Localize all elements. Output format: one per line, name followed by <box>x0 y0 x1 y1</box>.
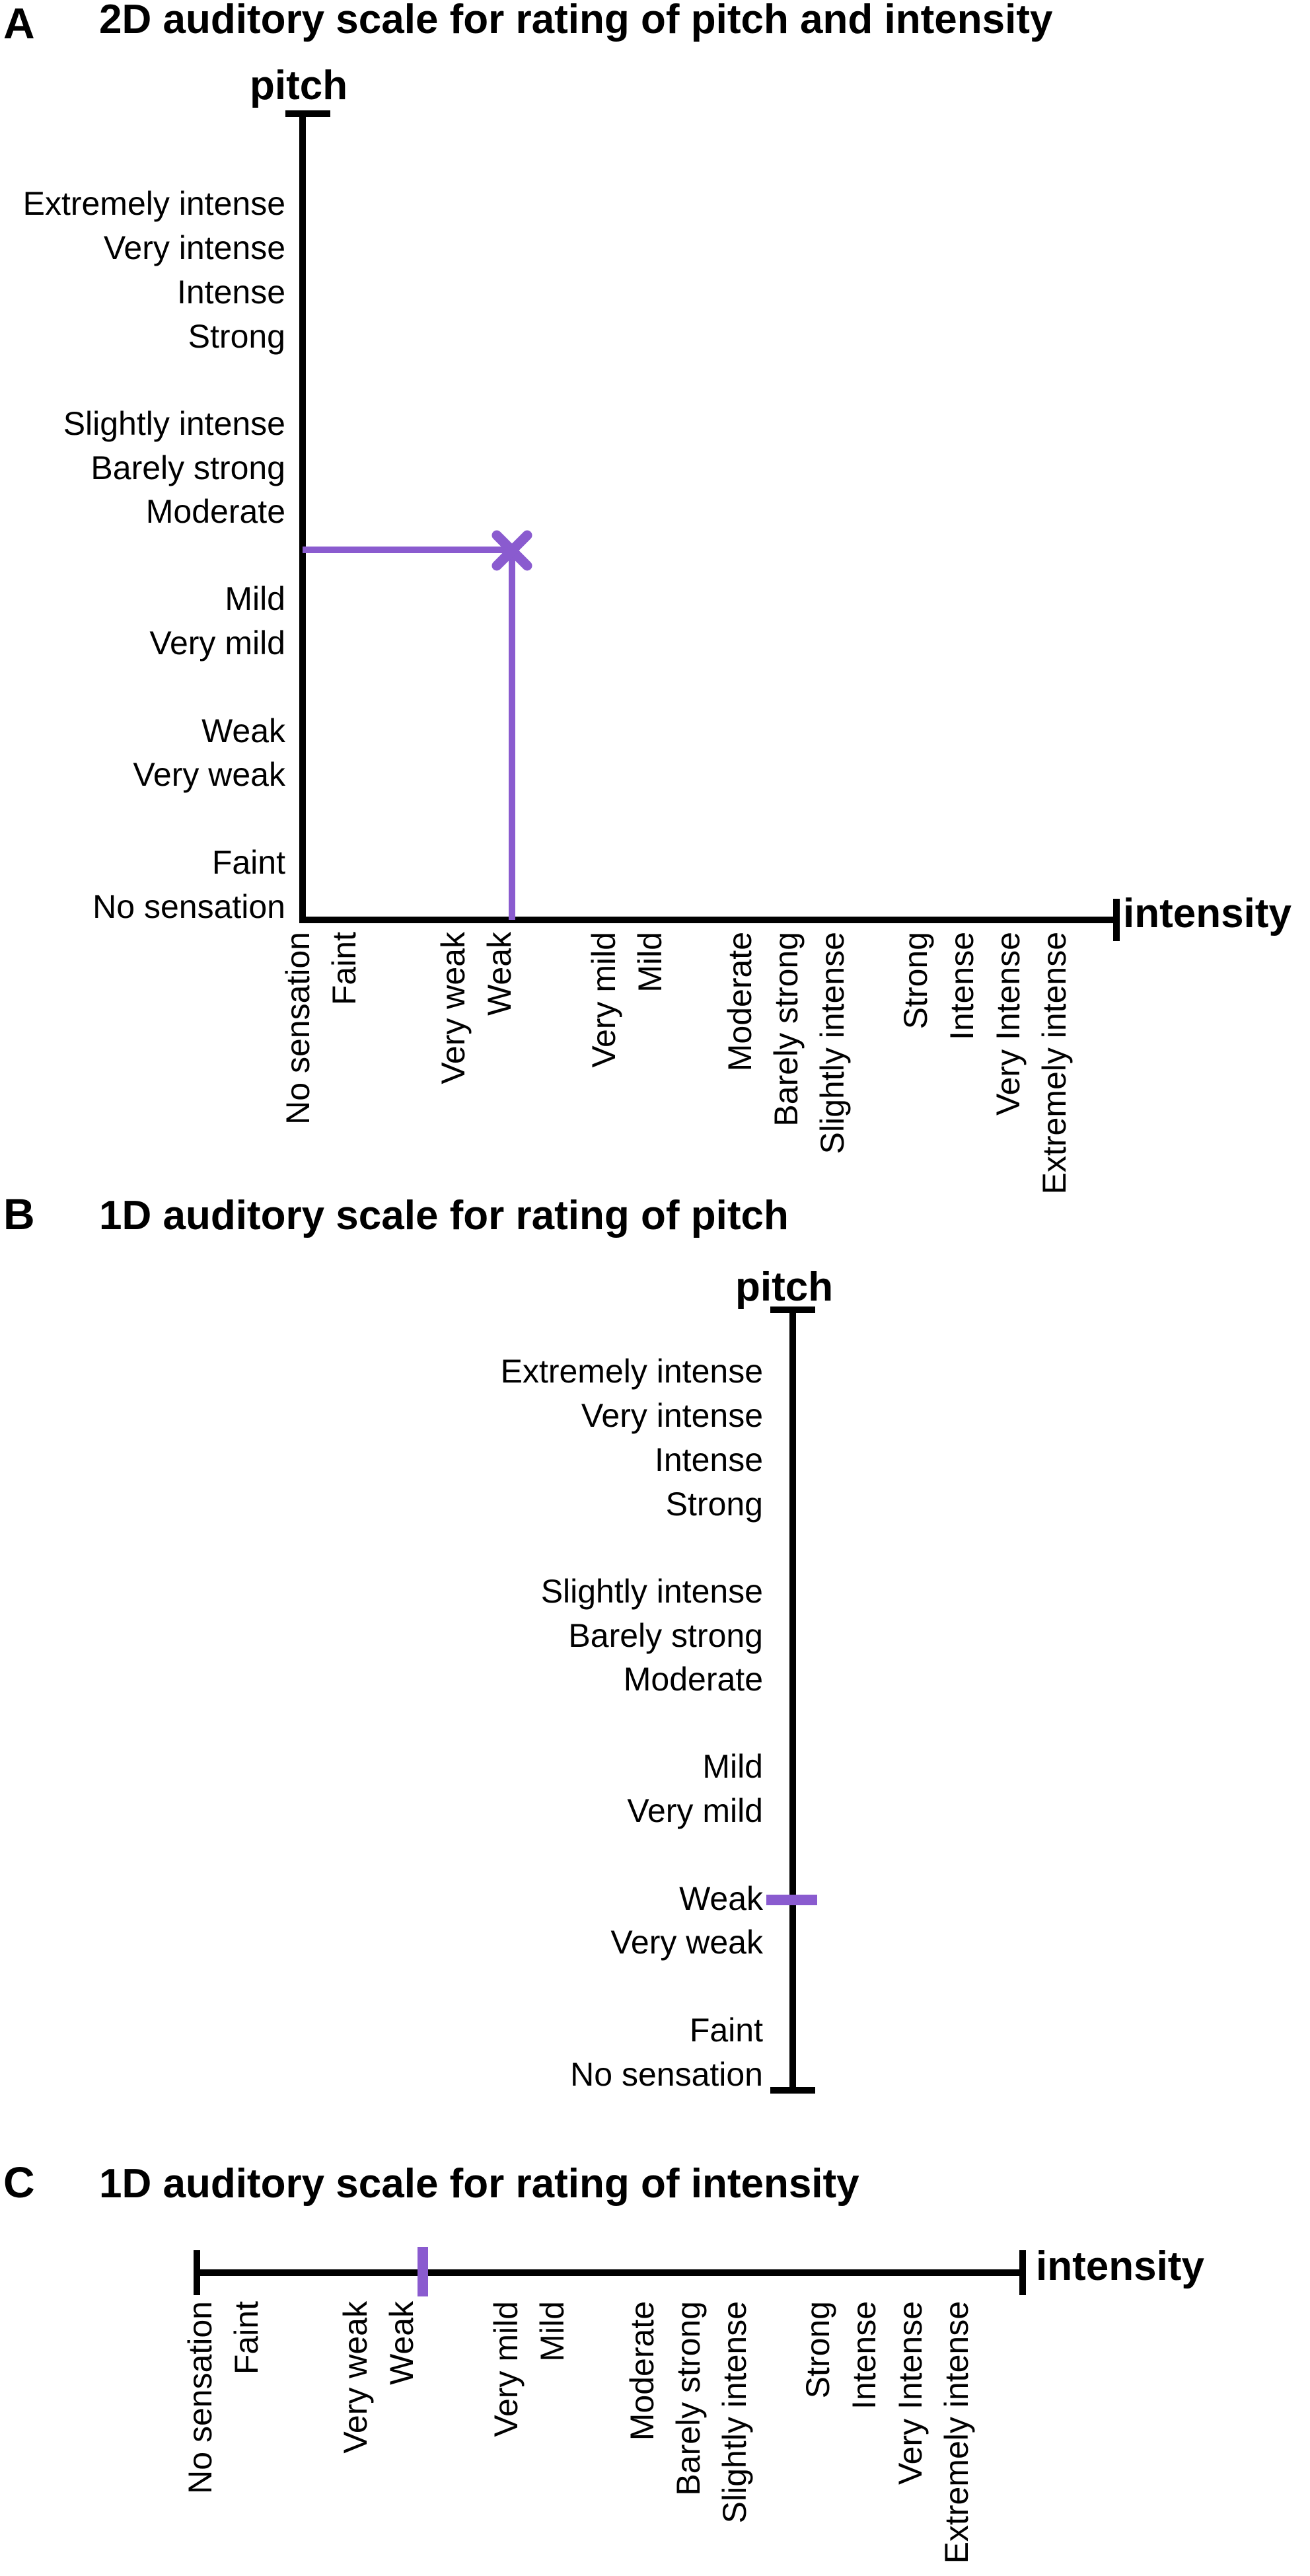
panel-a-intensity-label-intense: Intense <box>943 932 980 1040</box>
panel-a-pitch-label-slightly-intense: Slightly intense <box>63 405 285 442</box>
panel-a-intensity-label-very-intense: Very Intense <box>990 932 1027 1116</box>
panel-c-intensity-label-extremely-intense: Extremely intense <box>938 2301 975 2563</box>
panel-a-intensity-label-barely-strong: Barely strong <box>768 932 805 1127</box>
panel-c-title: 1D auditory scale for rating of intensit… <box>99 2161 859 2207</box>
panel-a-pitch-label-very-intense: Very intense <box>104 229 285 266</box>
panel-c-letter: C <box>3 2158 35 2207</box>
panel-a-pitch-label-very-weak: Very weak <box>133 756 286 793</box>
panel-b-pitch-label-slightly-intense: Slightly intense <box>541 1573 763 1610</box>
panel-a-pitch-label-mild: Mild <box>225 580 285 617</box>
panel-a-intensity-axis-name: intensity <box>1123 891 1292 936</box>
panel-b-pitch-label-moderate: Moderate <box>624 1661 763 1698</box>
panel-b-pitch-label-barely-strong: Barely strong <box>568 1617 763 1654</box>
panel-a-intensity-label-very-weak: Very weak <box>435 931 472 1084</box>
panel-c-intensity-label-weak: Weak <box>383 2300 420 2385</box>
panel-a-intensity-label-faint: Faint <box>326 932 363 1005</box>
panel-a-title: 2D auditory scale for rating of pitch an… <box>99 0 1053 42</box>
panel-b-pitch-label-faint: Faint <box>690 2012 763 2049</box>
panel-b-pitch-label-strong: Strong <box>666 1486 763 1523</box>
panel-b-letter: B <box>3 1190 35 1238</box>
panel-a-intensity-label-extremely-intense: Extremely intense <box>1036 932 1073 1194</box>
panel-a-pitch-label-faint: Faint <box>212 844 285 881</box>
panel-a-pitch-label-barely-strong: Barely strong <box>91 449 285 486</box>
panel-c-intensity-label-very-intense: Very Intense <box>892 2301 929 2485</box>
panel-a-rating-cross-marker <box>491 530 532 571</box>
panel-c-intensity-label-strong: Strong <box>799 2301 836 2398</box>
panel-a: A 2D auditory scale for rating of pitch … <box>3 0 1292 1194</box>
panel-a-pitch-label-intense: Intense <box>177 274 285 311</box>
panel-a-pitch-label-extremely-intense: Extremely intense <box>23 185 285 222</box>
panel-b-pitch-label-intense: Intense <box>655 1441 763 1478</box>
panel-b-pitch-label-extremely-intense: Extremely intense <box>501 1353 763 1390</box>
panel-c-intensity-axis-name: intensity <box>1036 2244 1204 2289</box>
panel-b-title: 1D auditory scale for rating of pitch <box>99 1193 789 1238</box>
panel-b-pitch-label-mild: Mild <box>702 1748 763 1785</box>
panel-a-pitch-label-very-mild: Very mild <box>149 625 285 662</box>
panel-b-pitch-label-weak: Weak <box>679 1880 764 1917</box>
panel-c: C 1D auditory scale for rating of intens… <box>3 2158 1204 2563</box>
panel-a-intensity-label-very-mild: Very mild <box>585 932 622 1068</box>
panel-c-intensity-label-no-sensation: No sensation <box>182 2301 219 2494</box>
panel-a-intensity-label-slightly-intense: Slightly intense <box>814 932 851 1154</box>
panel-a-pitch-label-no-sensation: No sensation <box>92 888 285 925</box>
panel-a-letter: A <box>3 0 35 48</box>
panel-a-pitch-label-weak: Weak <box>201 712 286 749</box>
panel-c-intensity-label-slightly-intense: Slightly intense <box>716 2301 753 2523</box>
panel-c-intensity-label-faint: Faint <box>228 2301 265 2374</box>
panel-a-intensity-label-weak: Weak <box>481 931 518 1016</box>
panel-a-pitch-label-moderate: Moderate <box>146 493 285 530</box>
panel-a-pitch-label-strong: Strong <box>188 318 285 355</box>
panel-b-pitch-label-no-sensation: No sensation <box>570 2056 763 2093</box>
panel-b-pitch-label-very-mild: Very mild <box>627 1792 763 1829</box>
panel-c-intensity-label-very-weak: Very weak <box>337 2300 374 2454</box>
panel-a-intensity-label-strong: Strong <box>897 932 934 1029</box>
panel-c-intensity-label-very-mild: Very mild <box>488 2301 525 2437</box>
panel-c-intensity-label-intense: Intense <box>846 2301 883 2409</box>
panel-a-intensity-label-no-sensation: No sensation <box>279 932 316 1125</box>
panel-b-pitch-label-very-weak: Very weak <box>610 1924 764 1961</box>
panel-a-intensity-label-mild: Mild <box>632 932 669 993</box>
panel-b-pitch-label-very-intense: Very intense <box>581 1397 763 1434</box>
panel-c-intensity-label-moderate: Moderate <box>624 2301 661 2441</box>
panel-b-pitch-axis-name: pitch <box>735 1264 833 1310</box>
panel-c-intensity-label-barely-strong: Barely strong <box>670 2301 707 2496</box>
panel-a-pitch-axis-name: pitch <box>250 63 347 108</box>
panel-c-intensity-label-mild: Mild <box>534 2301 571 2362</box>
panel-b: B 1D auditory scale for rating of pitch … <box>3 1190 833 2094</box>
panel-a-intensity-label-moderate: Moderate <box>721 932 758 1071</box>
